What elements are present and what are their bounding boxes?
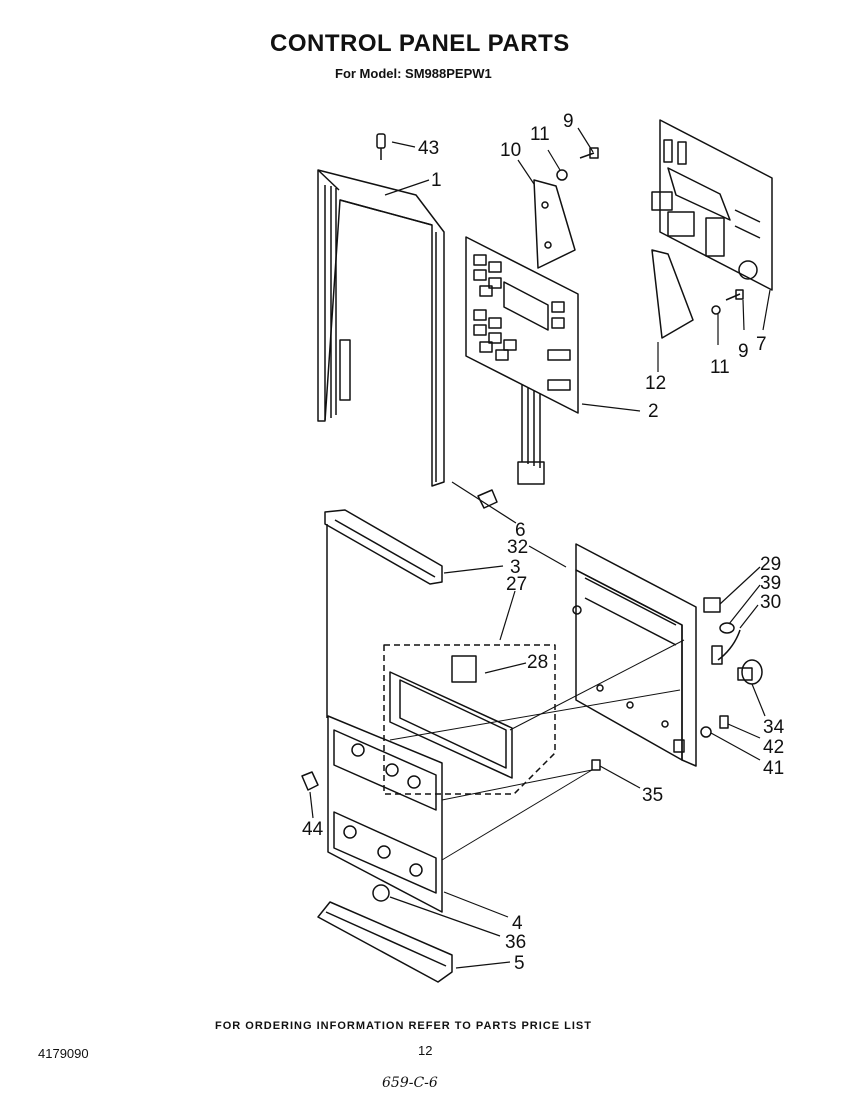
callout-36: 36 xyxy=(505,932,526,953)
lamp-socket-part-39 xyxy=(719,622,735,634)
bracket-part-12 xyxy=(651,249,694,339)
callout-3: 3 xyxy=(510,557,521,578)
callout-41: 41 xyxy=(763,758,784,779)
callout-42: 42 xyxy=(763,737,784,758)
callout-7: 7 xyxy=(756,334,767,355)
callout-29: 29 xyxy=(760,554,781,575)
screw-9-and-washer-11-bottom xyxy=(711,289,744,315)
callout-27: 27 xyxy=(506,574,527,595)
harness-group-part-27 xyxy=(383,644,556,795)
clip-part-44 xyxy=(301,771,319,791)
callout-5: 5 xyxy=(514,953,525,974)
callout-30: 30 xyxy=(760,592,781,613)
callout-11-bottom: 11 xyxy=(710,357,730,378)
callout-9-bottom: 9 xyxy=(738,341,749,362)
callout-6: 6 xyxy=(515,520,526,541)
callout-11-top: 11 xyxy=(530,124,550,145)
document-number: 4179090 xyxy=(38,1046,89,1061)
callout-32: 32 xyxy=(507,537,528,558)
washer-part-41 xyxy=(700,726,712,738)
callout-28: 28 xyxy=(527,652,548,673)
control-board-part-7 xyxy=(651,119,773,291)
page-title: CONTROL PANEL PARTS xyxy=(270,30,570,57)
knob-assembly-part-34 xyxy=(737,659,763,685)
front-panel-part-4 xyxy=(327,715,443,913)
callout-arrows xyxy=(309,127,771,969)
callout-2: 2 xyxy=(648,401,659,422)
bottom-trim-part-5 xyxy=(317,901,453,983)
lamp-part-30 xyxy=(711,629,741,665)
callout-9-top: 9 xyxy=(563,111,574,132)
mounting-bracket-part-32 xyxy=(572,543,697,767)
callout-12: 12 xyxy=(645,373,666,394)
callout-43: 43 xyxy=(418,138,439,159)
screw-part-42 xyxy=(719,715,729,729)
top-trim-part-3 xyxy=(324,509,443,585)
bracket-part-10 xyxy=(533,179,576,269)
handwritten-note: 659-C-6 xyxy=(382,1075,438,1091)
knob-part-36 xyxy=(372,884,390,902)
model-subtitle: For Model: SM988PEPW1 xyxy=(335,66,492,81)
callout-10: 10 xyxy=(500,140,521,161)
assembly-leader-lines xyxy=(389,639,685,861)
callout-39: 39 xyxy=(760,573,781,594)
control-panel-frame-part-1 xyxy=(317,169,445,487)
screw-9-and-washer-11-top xyxy=(556,147,599,181)
clip-part-35 xyxy=(591,759,601,771)
callout-4: 4 xyxy=(512,913,523,934)
screw-43 xyxy=(376,133,386,160)
callout-34: 34 xyxy=(763,717,785,738)
callout-35: 35 xyxy=(642,785,663,806)
callout-1: 1 xyxy=(431,170,442,191)
page-number: 12 xyxy=(418,1043,433,1058)
ordering-note: FOR ORDERING INFORMATION REFER TO PARTS … xyxy=(215,1020,592,1032)
callout-44: 44 xyxy=(302,819,324,840)
clip-part-6 xyxy=(477,489,498,509)
switch-part-29 xyxy=(703,597,721,613)
keypad-membrane-part-2 xyxy=(465,236,579,485)
